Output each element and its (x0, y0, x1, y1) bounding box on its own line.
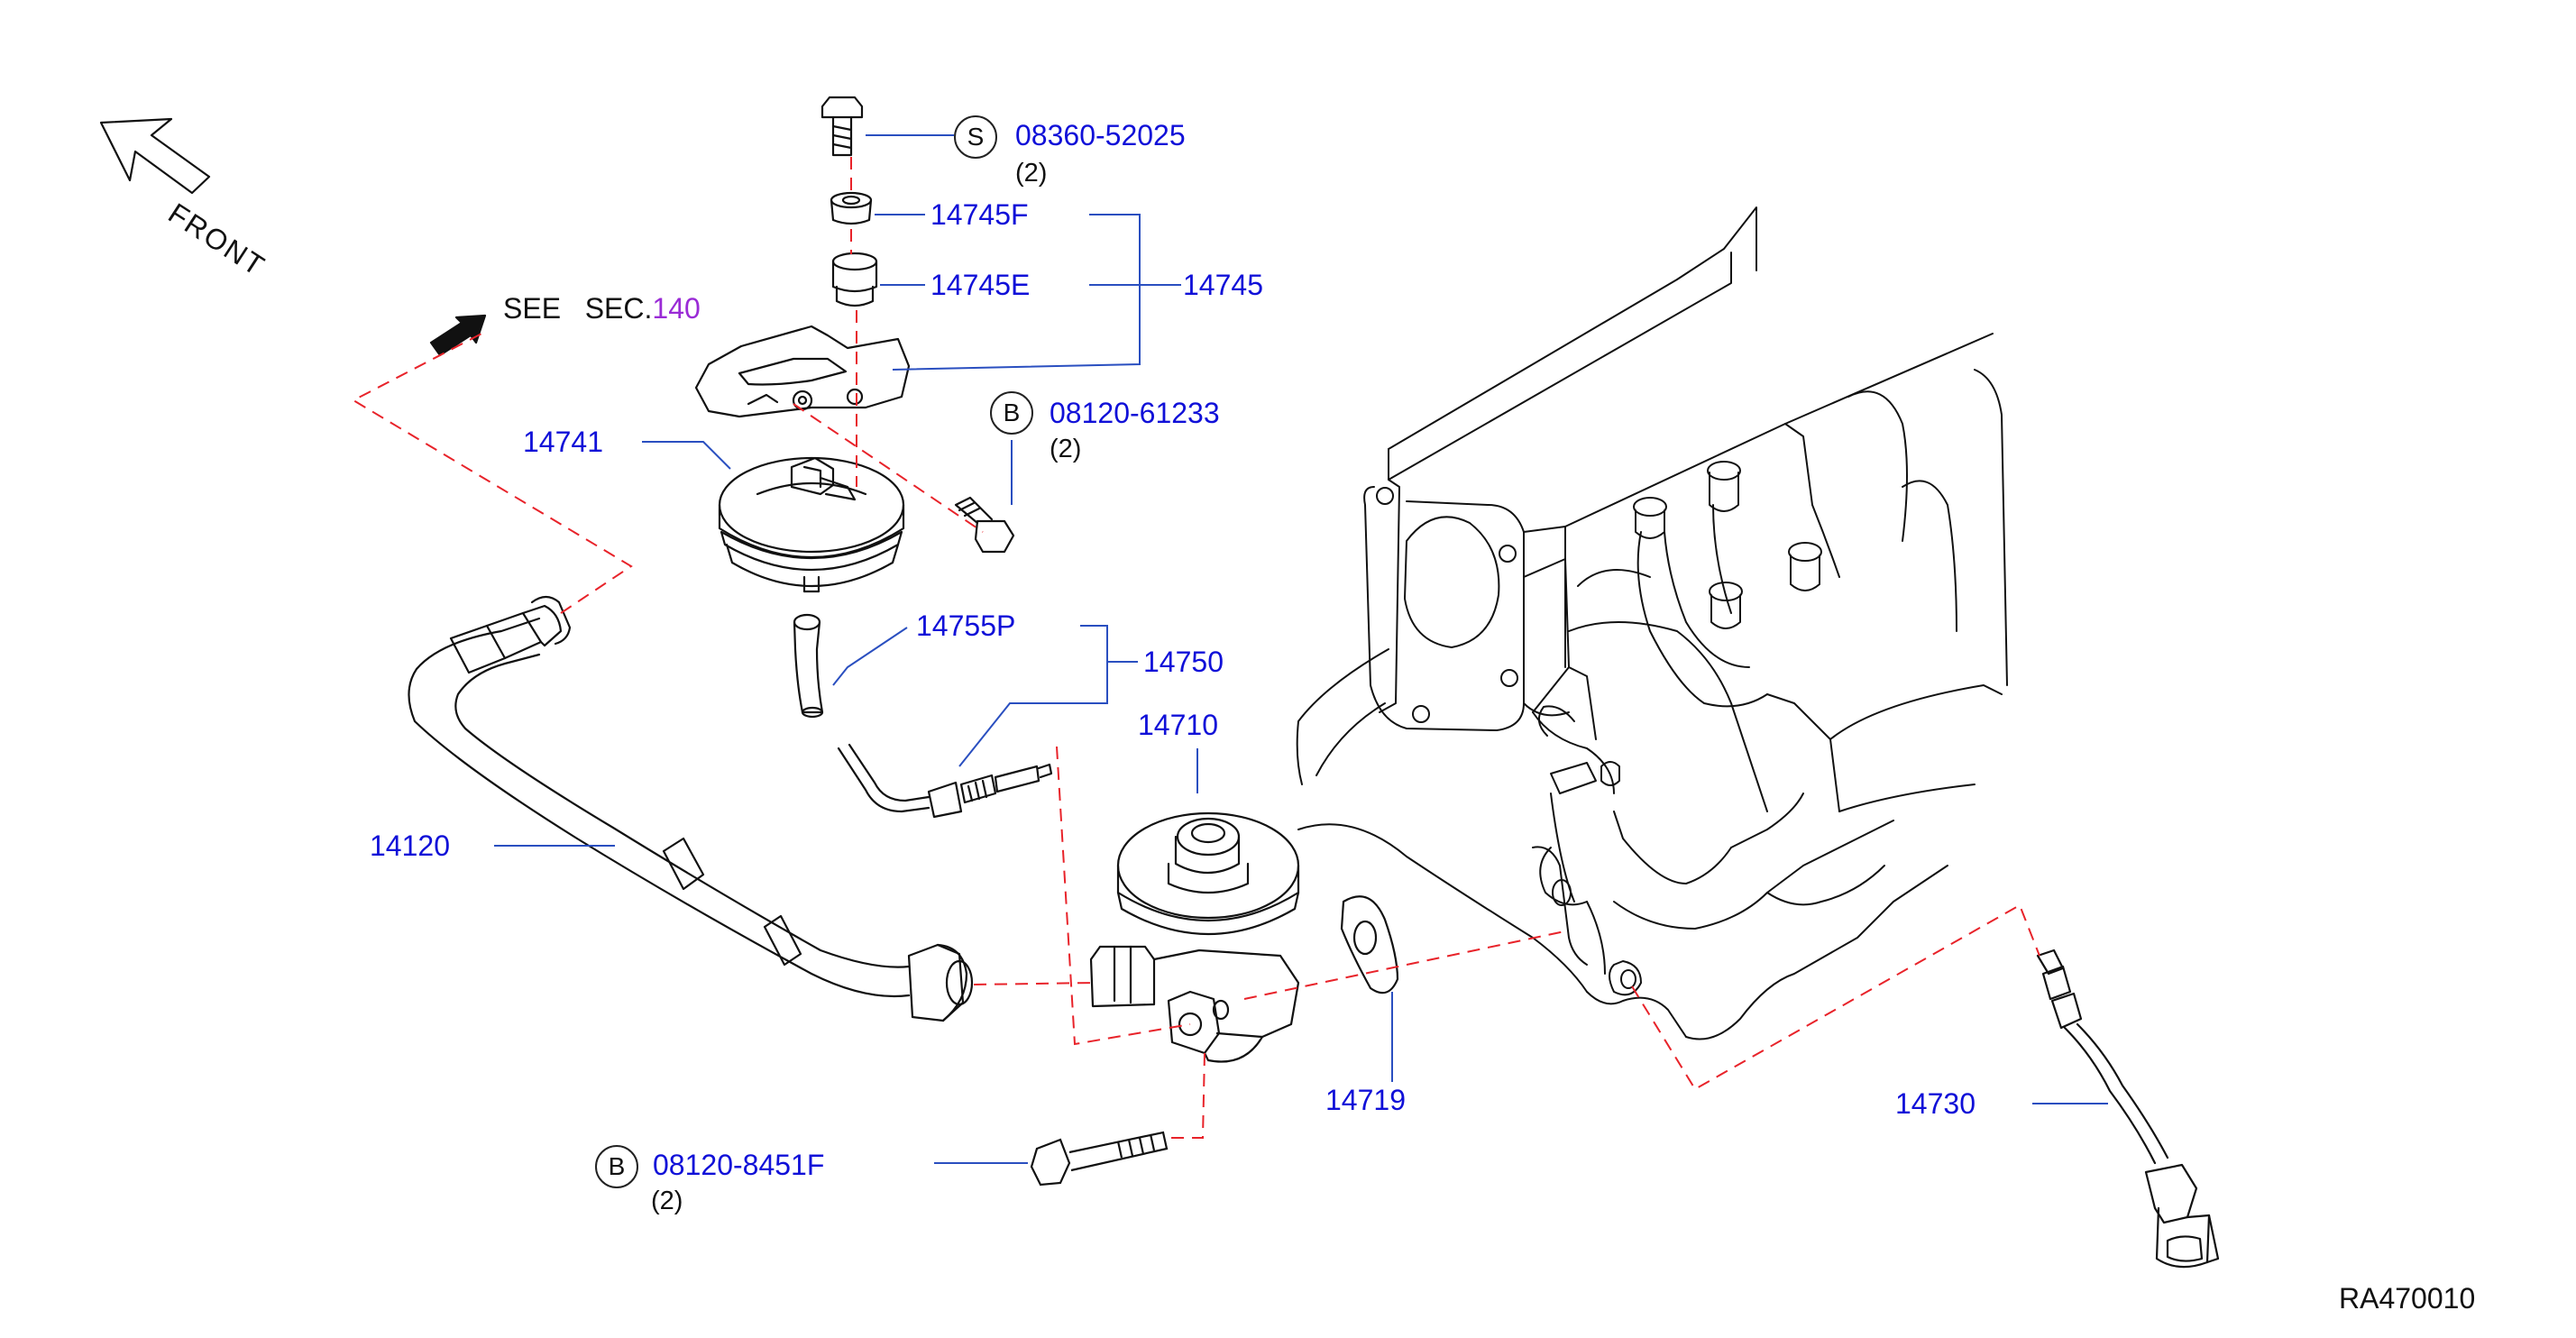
callout-circle-b-top: B (990, 391, 1033, 435)
part-number-14741[interactable]: 14741 (523, 426, 603, 458)
hose-14755P-icon (793, 613, 824, 719)
part-number-14710[interactable]: 14710 (1138, 709, 1218, 741)
washer-14745F-icon (830, 191, 873, 225)
egr-valve-14710-icon (1089, 811, 1300, 1063)
tube-14750-icon (837, 743, 1053, 819)
part-number-14719[interactable]: 14719 (1325, 1084, 1406, 1116)
part-number-14755P[interactable]: 14755P (916, 609, 1016, 642)
front-arrow-icon (99, 117, 211, 195)
part-number-14750[interactable]: 14750 (1143, 646, 1224, 678)
gasket-14719-icon (1340, 895, 1399, 994)
bolt-08120-8451F-icon (1030, 1131, 1169, 1187)
bolt-08360-52025-icon (820, 96, 864, 157)
diagram-id: RA470010 (2339, 1282, 2476, 1315)
see-section-reference[interactable]: SEE SEC.140 (503, 292, 701, 325)
callout-circle-s: S (954, 115, 997, 159)
sec-prefix: SEC. (584, 292, 653, 325)
see-section-arrow-icon (429, 314, 487, 357)
bolt-08120-61233-icon (954, 496, 1015, 554)
part-number-14745[interactable]: 14745 (1183, 269, 1263, 301)
bracket-14745-icon (694, 325, 911, 418)
grommet-14745E-icon (831, 252, 878, 307)
egr-pipe-14120-icon (408, 595, 974, 1022)
sensor-14730-icon (2036, 949, 2220, 1269)
part-number-14730[interactable]: 14730 (1895, 1087, 1976, 1120)
engine-block-icon (1296, 206, 2008, 1040)
qty-08120-61233: (2) (1050, 435, 1082, 463)
part-number-08120-61233[interactable]: 08120-61233 (1050, 397, 1220, 429)
part-number-14745F[interactable]: 14745F (930, 198, 1029, 231)
vacuum-actuator-14741-icon (718, 456, 905, 593)
part-number-14120[interactable]: 14120 (370, 829, 450, 862)
callout-circle-b-bottom: B (595, 1145, 638, 1188)
part-number-08120-8451F[interactable]: 08120-8451F (653, 1149, 825, 1181)
part-number-08360-52025[interactable]: 08360-52025 (1015, 119, 1186, 151)
see-prefix: SEE (503, 292, 562, 325)
leader-lines (494, 134, 2108, 1164)
qty-08120-8451F: (2) (651, 1187, 683, 1215)
reference-dashed-lines (351, 157, 2040, 1139)
qty-08360-52025: (2) (1015, 159, 1048, 188)
section-number: 140 (652, 292, 701, 325)
part-number-14745E[interactable]: 14745E (930, 269, 1031, 301)
